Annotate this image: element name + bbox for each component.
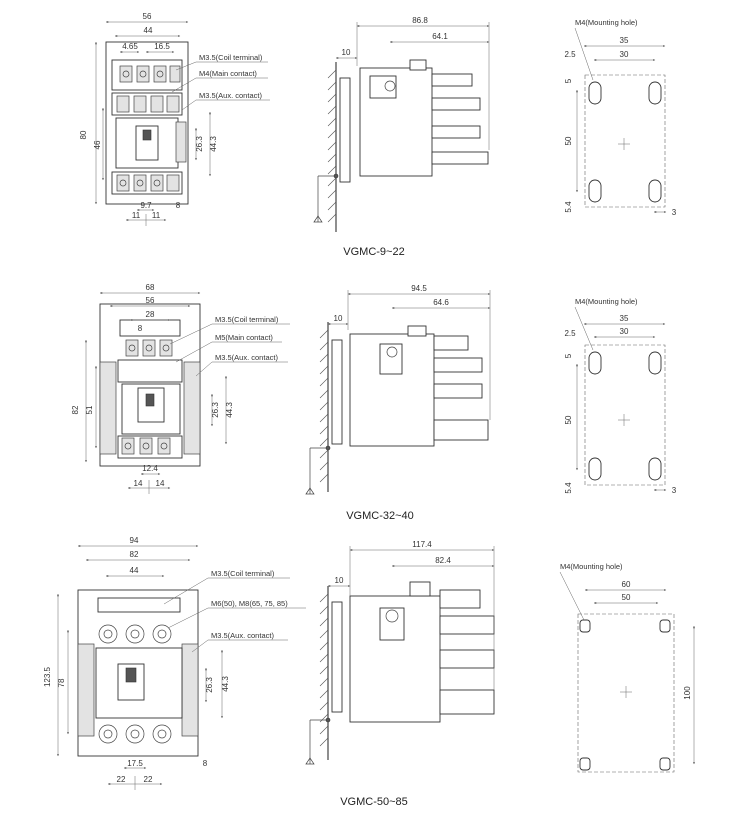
front-dim-bottom-right: 8 xyxy=(203,759,208,768)
front-dim-bottom-left-2: 11 xyxy=(152,211,161,220)
mount-dim-outer: 35 xyxy=(620,36,629,45)
front-dim-outer-width: 68 xyxy=(146,283,155,292)
side-view-2: 94.5 64.6 10 xyxy=(305,284,491,495)
mount-dim-edge: 2.5 xyxy=(564,50,576,59)
side-view-1: 86.8 64.1 10 xyxy=(313,16,490,232)
mount-dim-outer: 60 xyxy=(622,580,631,589)
front-dim-aux-height-1: 26.3 xyxy=(211,402,220,418)
mount-dim-inner: 30 xyxy=(620,50,629,59)
mount-dim-top: 5 xyxy=(564,78,573,83)
mount-dim-height: 100 xyxy=(683,686,692,700)
front-dim-bottom-left-1: 22 xyxy=(117,775,126,784)
front-dim-bottom-mid: 9.7 xyxy=(140,201,152,210)
side-dim-total-depth: 86.8 xyxy=(412,16,428,25)
front-dim-body-height: 78 xyxy=(57,678,66,687)
mount-view-3: M4(Mounting hole) 60 50 100 xyxy=(559,562,695,773)
front-dim-total-height: 82 xyxy=(71,405,80,414)
side-dim-total-depth: 117.4 xyxy=(412,540,432,549)
front-dim-body-height: 51 xyxy=(85,405,94,414)
caption-model-3: VGMC-50~85 xyxy=(340,796,408,808)
front-dim-outer-width: 56 xyxy=(143,12,152,21)
front-dim-outer-width: 94 xyxy=(130,536,139,545)
front-dim-body-height: 46 xyxy=(93,140,102,149)
label-aux-contact: M3.5(Aux. contact) xyxy=(211,631,274,640)
front-dim-terminal-spacing: 16.5 xyxy=(154,42,170,51)
front-dim-small: 8 xyxy=(138,324,143,333)
mount-dim-outer: 35 xyxy=(620,314,629,323)
caption-model-2: VGMC-32~40 xyxy=(346,510,414,522)
front-view-1: 56 44 4.65 16.5 80 46 26.3 44.3 9.7 8 11… xyxy=(79,12,270,226)
side-dim-rail: 10 xyxy=(334,314,343,323)
front-view-2: 68 56 28 8 82 51 26.3 44.3 12.4 14 14 M3… xyxy=(71,283,290,494)
front-view-3: 94 82 44 123.5 78 26.3 44.3 17.5 8 22 22… xyxy=(43,536,306,790)
front-dim-left-offset: 4.65 xyxy=(122,42,138,51)
front-dim-bottom-mid: 17.5 xyxy=(127,759,143,768)
mount-view-2: M4(Mounting hole) 35 30 2.5 5 50 5.4 3 xyxy=(564,297,677,495)
label-main-contact: M5(Main contact) xyxy=(215,333,273,342)
model-1: 56 44 4.65 16.5 80 46 26.3 44.3 9.7 8 11… xyxy=(79,12,677,258)
front-dim-bottom-left-2: 14 xyxy=(156,479,165,488)
front-dim-aux-height-2: 44.3 xyxy=(225,402,234,418)
front-dim-inner-width: 44 xyxy=(144,26,153,35)
front-dim-bottom-left-1: 11 xyxy=(132,211,141,220)
front-dim-mid-width: 44 xyxy=(130,566,139,575)
front-dim-aux-height-1: 26.3 xyxy=(205,677,214,693)
front-dim-aux-height-2: 44.3 xyxy=(209,136,218,152)
caption-model-1: VGMC-9~22 xyxy=(343,246,404,258)
model-3: 94 82 44 123.5 78 26.3 44.3 17.5 8 22 22… xyxy=(43,536,695,808)
mount-label: M4(Mounting hole) xyxy=(575,18,638,27)
label-coil-terminal: M3.5(Coil terminal) xyxy=(211,569,275,578)
mount-dim-right: 3 xyxy=(672,486,677,495)
mount-dim-right: 3 xyxy=(672,208,677,217)
side-dim-body-depth: 82.4 xyxy=(435,556,451,565)
mount-dim-bottom: 5.4 xyxy=(564,482,573,494)
mount-dim-bottom: 5.4 xyxy=(564,201,573,213)
side-dim-total-depth: 94.5 xyxy=(411,284,427,293)
mount-dim-height: 50 xyxy=(564,136,573,145)
model-2: 68 56 28 8 82 51 26.3 44.3 12.4 14 14 M3… xyxy=(71,283,677,522)
mount-dim-inner: 50 xyxy=(622,593,631,602)
front-dim-inner-width: 56 xyxy=(146,296,155,305)
mount-dim-edge: 2.5 xyxy=(564,329,576,338)
front-dim-mid-width: 28 xyxy=(146,310,155,319)
label-aux-contact: M3.5(Aux. contact) xyxy=(215,353,278,362)
mount-label: M4(Mounting hole) xyxy=(560,562,623,571)
label-main-contact: M6(50), M8(65, 75, 85) xyxy=(211,599,288,608)
label-coil-terminal: M3.5(Coil terminal) xyxy=(199,53,263,62)
mount-view-1: M4(Mounting hole) 35 30 2.5 5 50 5.4 3 xyxy=(564,18,677,217)
mount-dim-height: 50 xyxy=(564,415,573,424)
front-dim-bottom-left-1: 14 xyxy=(134,479,143,488)
front-dim-aux-height-2: 44.3 xyxy=(221,676,230,692)
label-main-contact: M4(Main contact) xyxy=(199,69,257,78)
label-aux-contact: M3.5(Aux. contact) xyxy=(199,91,262,100)
mount-label: M4(Mounting hole) xyxy=(575,297,638,306)
front-dim-total-height: 80 xyxy=(79,130,88,139)
front-dim-total-height: 123.5 xyxy=(43,666,52,687)
side-view-3: 117.4 82.4 10 xyxy=(305,540,495,765)
mount-dim-inner: 30 xyxy=(620,327,629,336)
front-dim-inner-width: 82 xyxy=(130,550,139,559)
mount-dim-top: 5 xyxy=(564,353,573,358)
side-dim-rail: 10 xyxy=(342,48,351,57)
side-dim-body-depth: 64.6 xyxy=(433,298,449,307)
front-dim-bottom-right: 8 xyxy=(176,201,181,210)
side-dim-rail: 10 xyxy=(335,576,344,585)
front-dim-bottom-mid: 12.4 xyxy=(142,464,158,473)
label-coil-terminal: M3.5(Coil terminal) xyxy=(215,315,279,324)
side-dim-body-depth: 64.1 xyxy=(432,32,448,41)
front-dim-bottom-left-2: 22 xyxy=(144,775,153,784)
front-dim-aux-height-1: 26.3 xyxy=(195,136,204,152)
